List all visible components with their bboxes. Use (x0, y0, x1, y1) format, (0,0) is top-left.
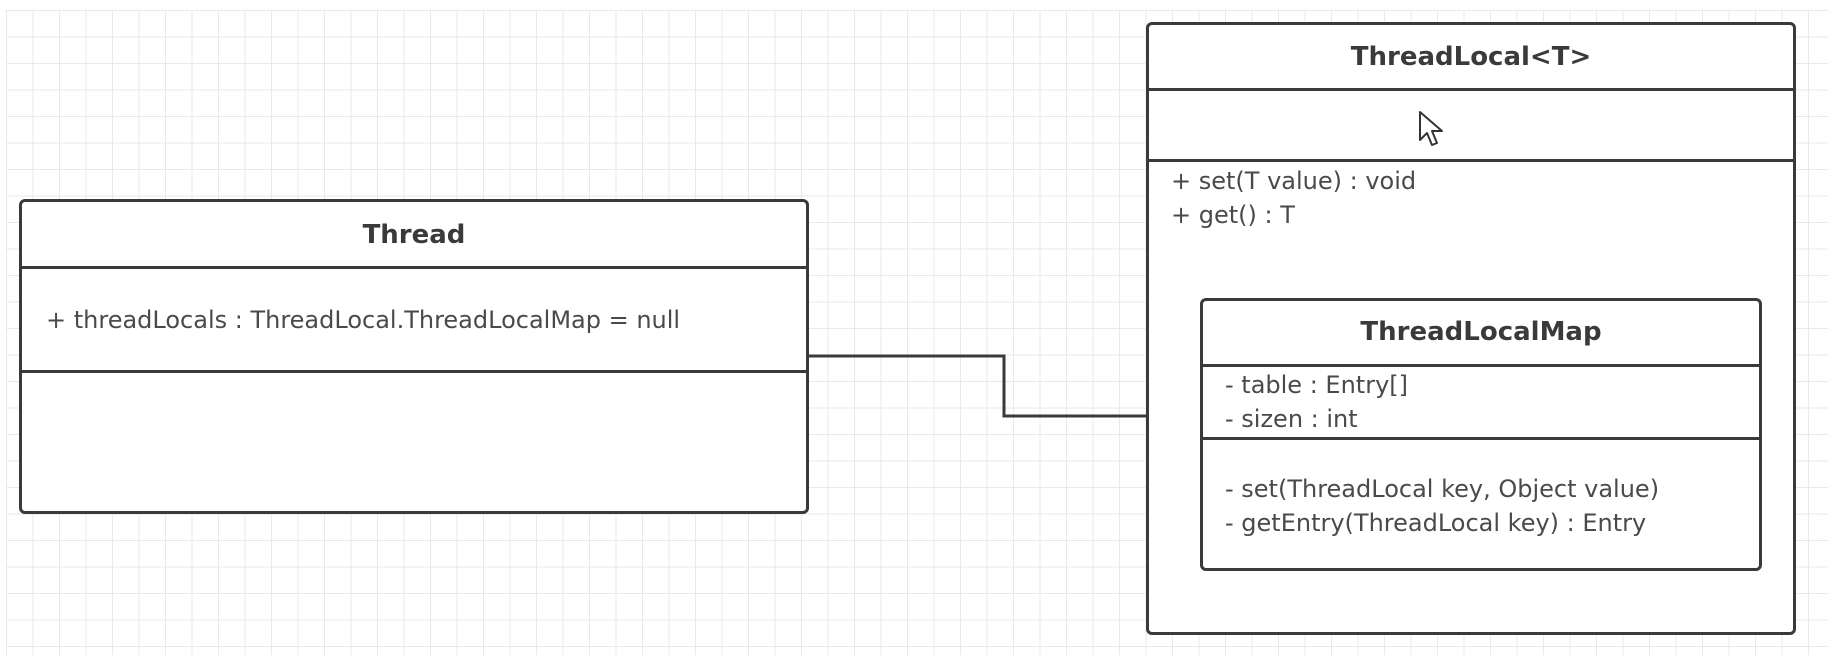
class-title-thread: Thread (362, 220, 466, 250)
attribute-threadlocals: + threadLocals : ThreadLocal.ThreadLocal… (46, 306, 681, 334)
class-title-threadlocalmap: ThreadLocalMap (1360, 317, 1602, 347)
class-threadlocalmap[interactable]: ThreadLocalMap - table : Entry[] - sizen… (1200, 298, 1762, 571)
operation-set: + set(T value) : void (1171, 167, 1417, 195)
attribute-sizen: - sizen : int (1225, 405, 1358, 433)
attribute-table: - table : Entry[] (1225, 371, 1408, 399)
mouse-pointer-icon (1419, 111, 1443, 146)
class-title-threadlocal: ThreadLocal<T> (1350, 42, 1592, 72)
separator (22, 370, 806, 373)
operation-get: + get() : T (1171, 201, 1295, 229)
separator (1149, 159, 1793, 162)
separator (22, 266, 806, 269)
association-arrow[interactable] (808, 354, 1190, 418)
separator (1203, 364, 1759, 367)
separator (1149, 88, 1793, 91)
class-thread[interactable]: Thread + threadLocals : ThreadLocal.Thre… (19, 199, 809, 514)
operation-getentry: - getEntry(ThreadLocal key) : Entry (1225, 509, 1647, 537)
operation-set-entry: - set(ThreadLocal key, Object value) (1225, 475, 1660, 503)
separator (1203, 437, 1759, 440)
